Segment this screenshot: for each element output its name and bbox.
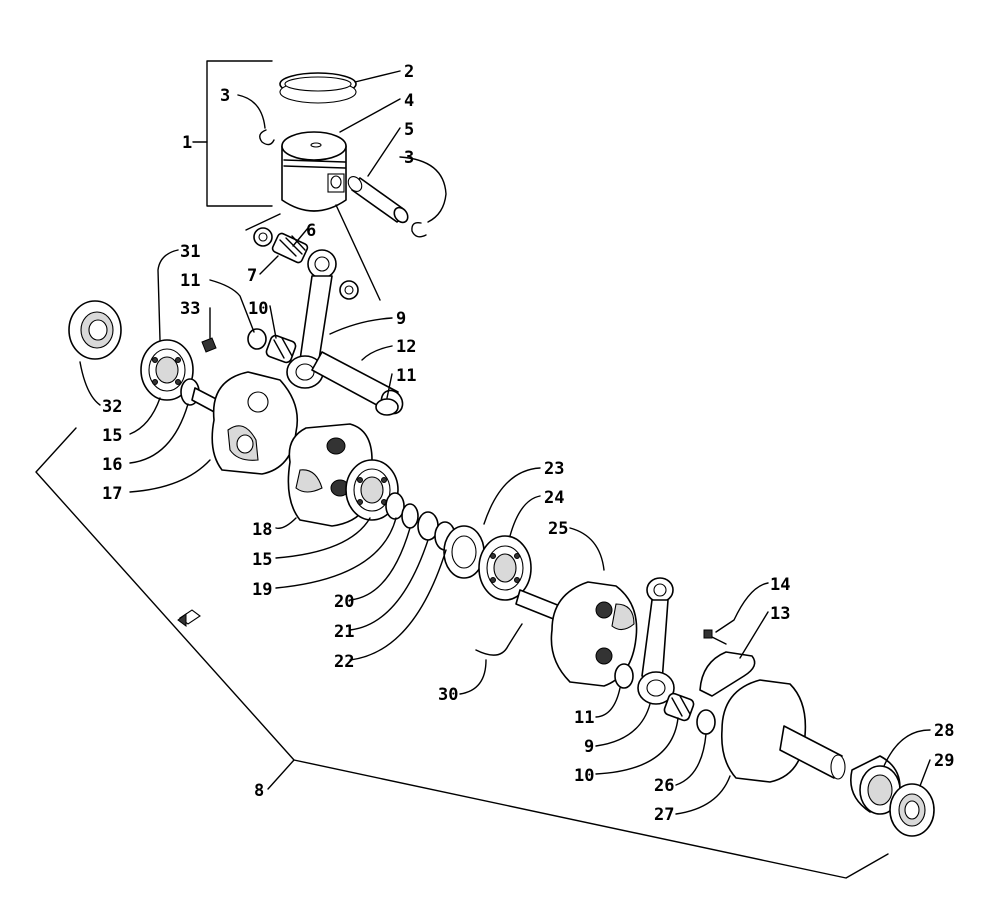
callout-27: 27 xyxy=(654,805,674,825)
callout-2: 2 xyxy=(404,62,414,82)
callout-5: 5 xyxy=(404,120,414,140)
crank-half-left-part xyxy=(191,371,299,475)
callout-29: 29 xyxy=(934,751,954,771)
callout-18: 18 xyxy=(252,520,272,540)
callout-14: 14 xyxy=(770,575,790,595)
ball-bearing-24-part xyxy=(478,535,532,601)
callout-11b: 11 xyxy=(396,366,416,386)
assembly-bracket xyxy=(35,427,889,879)
circlip-right-part xyxy=(411,221,427,238)
callout-16: 16 xyxy=(102,455,122,475)
piston-ring-part xyxy=(279,72,357,104)
counterweight-part xyxy=(699,651,756,697)
spacer-26-part xyxy=(696,709,716,735)
crank-half-right-part xyxy=(515,581,638,687)
leader-lines xyxy=(79,70,931,815)
callout-21: 21 xyxy=(334,622,354,642)
callout-8: 8 xyxy=(254,781,264,801)
callout-7: 7 xyxy=(247,266,257,286)
roller-bearing-part xyxy=(850,755,901,815)
callout-17: 17 xyxy=(102,484,122,504)
callout-3b: 3 xyxy=(404,148,414,168)
callout-labels: 1 2 3 4 5 3 6 7 31 11 33 10 9 12 11 32 1… xyxy=(102,62,954,825)
needle-bearing-lower-right-part xyxy=(663,692,695,722)
callout-10b: 10 xyxy=(574,766,594,786)
callout-23: 23 xyxy=(544,459,564,479)
callout-4: 4 xyxy=(404,91,414,111)
washer-part xyxy=(247,328,267,350)
washer-hole-right xyxy=(344,285,354,295)
callout-22: 22 xyxy=(334,652,354,672)
callout-1: 1 xyxy=(182,133,192,153)
bolt-part xyxy=(703,629,727,645)
washer-lower-part xyxy=(614,663,634,689)
callout-6: 6 xyxy=(306,221,316,241)
piston-group-bracket xyxy=(192,60,273,207)
ball-bearing-middle-part xyxy=(345,459,399,521)
callout-28: 28 xyxy=(934,721,954,741)
needle-bearing-part xyxy=(271,232,309,264)
ball-bearing-part xyxy=(140,339,194,401)
callout-30: 30 xyxy=(438,685,458,705)
snap-ring-part xyxy=(475,623,523,656)
callout-33: 33 xyxy=(180,299,200,319)
callout-15b: 15 xyxy=(252,550,272,570)
callout-11c: 11 xyxy=(574,708,594,728)
callout-13: 13 xyxy=(770,604,790,624)
crank-end-part xyxy=(720,679,846,783)
callout-15a: 15 xyxy=(102,426,122,446)
callout-3a: 3 xyxy=(220,86,230,106)
needle-bearing-lower-part xyxy=(265,334,297,364)
circlip-part xyxy=(259,129,275,146)
oil-seal-part xyxy=(68,300,122,360)
callout-25: 25 xyxy=(548,519,568,539)
callout-20: 20 xyxy=(334,592,354,612)
callout-12: 12 xyxy=(396,337,416,357)
piston-part xyxy=(281,131,347,212)
callout-10a: 10 xyxy=(248,299,268,319)
guide-line xyxy=(245,213,281,231)
ring-20-part xyxy=(401,503,419,529)
washer-11-part xyxy=(375,398,399,416)
center-seal-part xyxy=(443,525,485,579)
callout-11a: 11 xyxy=(180,271,200,291)
callout-9b: 9 xyxy=(584,737,594,757)
guide-line xyxy=(335,204,381,301)
washer-hole xyxy=(258,232,268,242)
woodruff-key-part xyxy=(201,337,217,353)
callout-24: 24 xyxy=(544,488,564,508)
connecting-rod-part xyxy=(286,249,337,389)
front-arrow-icon xyxy=(177,609,201,627)
callout-32: 32 xyxy=(102,397,122,417)
end-seal-part xyxy=(889,783,935,837)
callout-19: 19 xyxy=(252,580,272,600)
callout-26: 26 xyxy=(654,776,674,796)
callout-9a: 9 xyxy=(396,309,406,329)
callout-31: 31 xyxy=(180,242,200,262)
piston-pin-part xyxy=(347,176,409,224)
connecting-rod-lower-part xyxy=(637,577,675,705)
